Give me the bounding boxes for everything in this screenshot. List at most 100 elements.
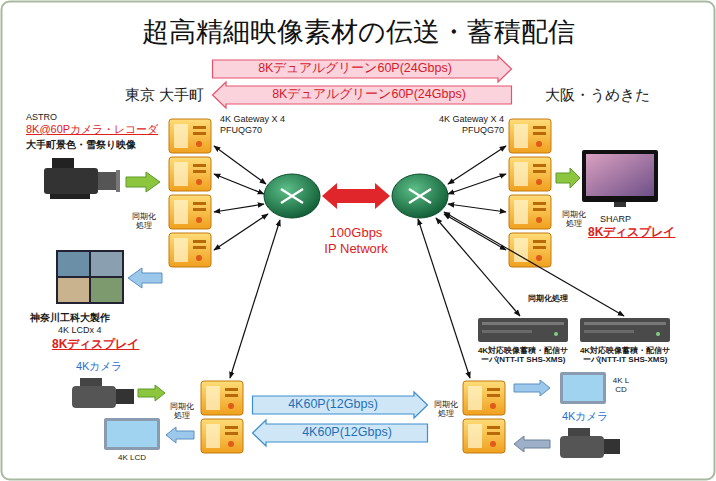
network-link-part bbox=[214, 214, 268, 250]
broadcast-camera-part bbox=[116, 170, 120, 192]
band-text: 4K60P(12Gbps) bbox=[288, 398, 378, 412]
server-name: 4K対応映像蓄積・配信サーバ(NTT-IT SHS-XMS) bbox=[576, 346, 674, 364]
tiled-lcd-part bbox=[58, 252, 89, 276]
network-link-part bbox=[214, 146, 266, 184]
network-link-part bbox=[230, 220, 280, 378]
title-text: 超高精細映像素材の伝送・蓄積配信 bbox=[0, 16, 716, 48]
model-name: PFUQG70 bbox=[436, 125, 504, 135]
flow-arrow-part bbox=[138, 385, 165, 401]
router-part bbox=[264, 174, 320, 218]
arrow-band: 8Kデュアルグリーン60P(24Gbps) bbox=[212, 84, 512, 106]
gateway-stack-part bbox=[169, 157, 211, 191]
storage-server-part bbox=[584, 330, 634, 333]
storage-server-part bbox=[482, 330, 532, 333]
device-name: 4K Gateway X 4 bbox=[220, 114, 285, 124]
gateway-stack-part bbox=[509, 157, 551, 191]
process-note: 同期化処理 bbox=[168, 402, 196, 420]
storage-server-part bbox=[656, 332, 660, 336]
device-name: 4Kカメラ bbox=[76, 360, 122, 373]
device-name: 4K LCD bbox=[610, 376, 632, 394]
arrow-band-outline bbox=[213, 82, 512, 108]
device-name: 4K Gateway X 4 bbox=[436, 114, 504, 124]
device-name: 4K LCD bbox=[104, 453, 160, 462]
sharp-display-part bbox=[614, 202, 626, 207]
model-name: PFUQG70 bbox=[220, 125, 262, 135]
gateway-stack-part bbox=[201, 381, 243, 415]
flow-arrow bbox=[126, 168, 580, 452]
handheld-camera-part bbox=[568, 428, 590, 436]
tiled-lcd-part bbox=[56, 250, 124, 304]
arrow-band: 4K60P(12Gbps) bbox=[252, 394, 428, 416]
router-part bbox=[281, 189, 303, 203]
network-link-part bbox=[444, 214, 506, 250]
device-name: 4K LCDx 4 bbox=[58, 325, 102, 335]
broadcast-camera-part bbox=[52, 158, 74, 168]
lcd-monitor bbox=[104, 372, 606, 450]
flow-arrow-part bbox=[126, 172, 160, 192]
sharp-display-part bbox=[582, 150, 658, 202]
network-link-part bbox=[214, 204, 264, 212]
maker-name: SHARP bbox=[600, 214, 631, 224]
process-note: 同期化処理 bbox=[560, 210, 588, 228]
storage-server bbox=[478, 318, 670, 342]
sharp-display-part bbox=[586, 154, 654, 196]
network-link-part bbox=[448, 204, 506, 212]
process-note: 同期化処理 bbox=[528, 294, 568, 303]
process-note: 同期化処理 bbox=[432, 400, 460, 418]
network-link-part bbox=[448, 174, 506, 194]
backbone-arrow bbox=[322, 183, 390, 209]
place-name: 大阪・うめきた bbox=[545, 86, 650, 103]
tiled-lcd-part bbox=[91, 278, 122, 302]
gateway-stack-part bbox=[169, 233, 211, 267]
lcd-monitor-part bbox=[563, 375, 603, 401]
handheld-camera-part bbox=[116, 389, 134, 404]
sharp-display bbox=[582, 150, 658, 207]
device-name: 8K@60Pカメラ・レコーダ bbox=[26, 123, 158, 136]
link-speed: 100Gbps bbox=[316, 226, 396, 241]
server-name: 4K対応映像蓄積・配信サーバ(NTT-IT SHS-XMS) bbox=[474, 346, 572, 364]
device-name: 8Kディスプレイ bbox=[588, 226, 675, 240]
gateway-stack bbox=[169, 119, 551, 453]
place-name: 東京 大手町 bbox=[125, 86, 204, 103]
storage-server-part bbox=[478, 318, 568, 342]
device-name: 4Kカメラ bbox=[562, 410, 608, 423]
handheld-camera bbox=[72, 378, 620, 458]
arrow-band-outline bbox=[213, 56, 512, 82]
band-text: 4K60P(12Gbps) bbox=[302, 426, 392, 440]
arrow-band-outline bbox=[253, 392, 428, 418]
device-name: 8Kディスプレイ bbox=[52, 338, 139, 352]
flow-arrow-part bbox=[514, 380, 550, 396]
gateway-stack-part bbox=[509, 195, 551, 229]
network-link-part bbox=[448, 146, 506, 184]
flow-arrow-part bbox=[166, 427, 194, 443]
storage-server-part bbox=[580, 318, 670, 342]
lcd-monitor-part bbox=[107, 421, 157, 447]
storage-server-part bbox=[482, 322, 564, 325]
arrow-band-outline bbox=[253, 420, 428, 446]
maker-name: 神奈川工科大製作 bbox=[30, 312, 110, 324]
handheld-camera-part bbox=[72, 386, 116, 408]
link-name: IP Network bbox=[316, 242, 396, 257]
flow-arrow-part bbox=[514, 436, 550, 452]
gateway-stack-part bbox=[509, 119, 551, 153]
arrow-band: 4K60P(12Gbps) bbox=[252, 422, 428, 444]
tiled-lcd-part bbox=[58, 278, 89, 302]
storage-server-part bbox=[584, 322, 666, 325]
broadcast-camera-part bbox=[98, 172, 118, 190]
content-note: 大手町景色・雪祭り映像 bbox=[26, 139, 136, 151]
gateway-stack-part bbox=[201, 419, 243, 453]
network-link-part bbox=[214, 174, 264, 194]
band-text: 8Kデュアルグリーン60P(24Gbps) bbox=[272, 88, 466, 102]
gateway-stack-part bbox=[169, 195, 211, 229]
broadcast-camera-part bbox=[50, 194, 90, 199]
process-note: 同期化処理 bbox=[130, 212, 158, 230]
gateway-stack-part bbox=[463, 381, 505, 415]
handheld-camera-part bbox=[604, 439, 620, 454]
router bbox=[264, 174, 448, 218]
flow-arrow-part bbox=[128, 268, 162, 288]
handheld-camera-part bbox=[80, 378, 102, 386]
storage-server-part bbox=[554, 332, 558, 336]
arrow-band: 8Kデュアルグリーン60P(24Gbps) bbox=[212, 58, 512, 80]
